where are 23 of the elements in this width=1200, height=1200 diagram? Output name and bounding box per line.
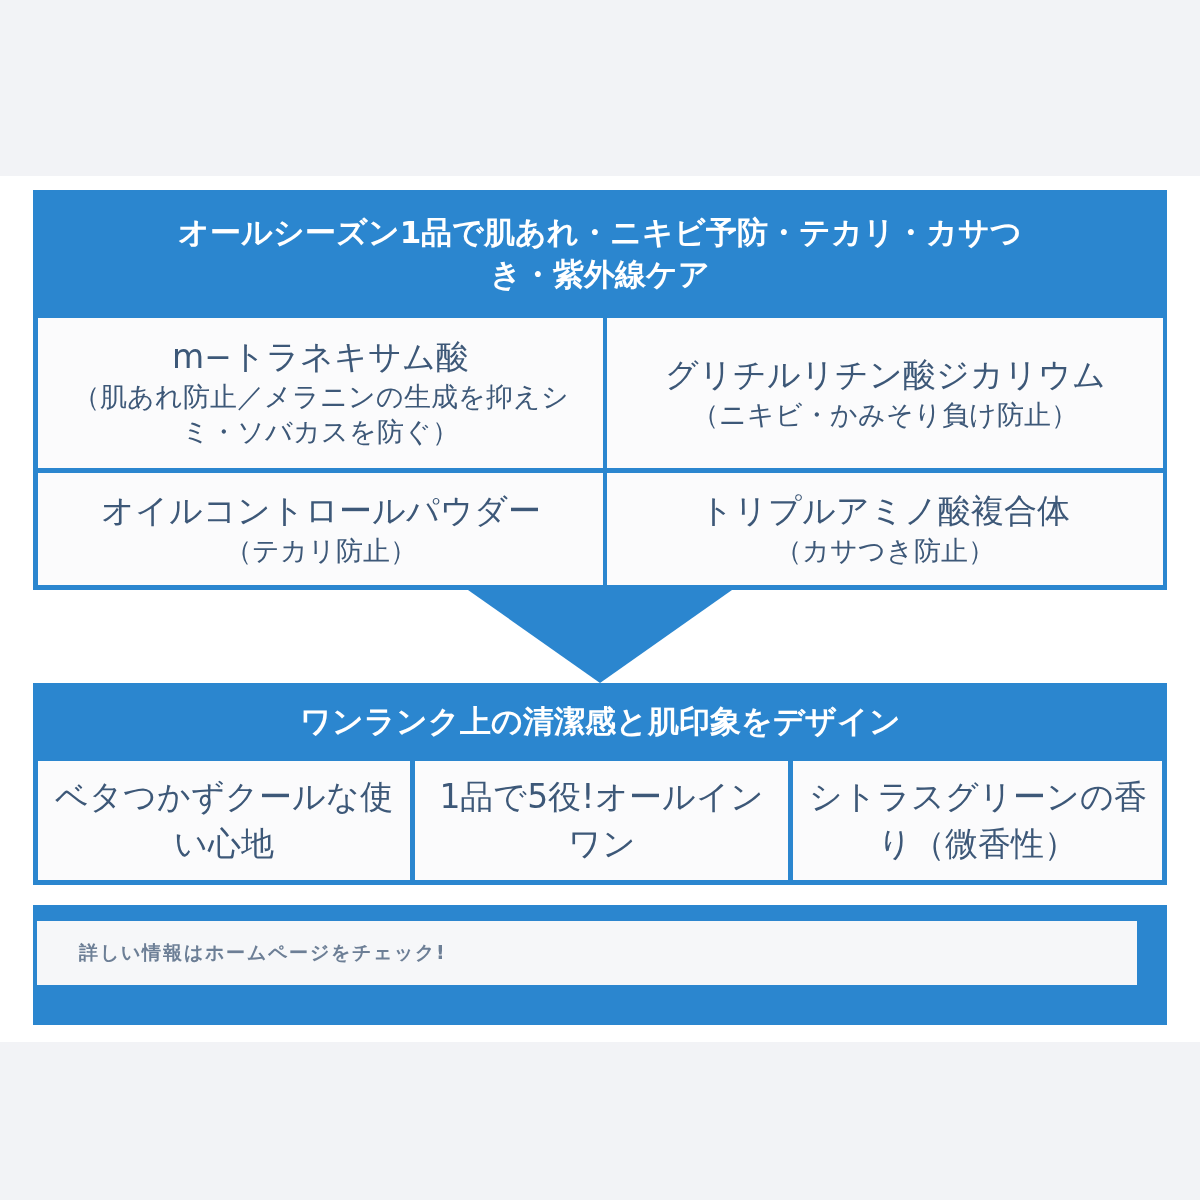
ingredient-name: グリチルリチン酸ジカリウム (664, 354, 1106, 396)
benefit-cell (415, 761, 788, 880)
benefit-cell (793, 761, 1162, 880)
panel-heading: ワンランク上の清潔感と肌印象をデザイン (299, 702, 901, 742)
ingredient-name: m−トラネキサム酸 (172, 336, 469, 379)
ingredient-cell (607, 473, 1163, 585)
ingredient-cell (607, 318, 1163, 468)
ingredient-cell (38, 473, 603, 585)
ingredient-effect: （ニキビ・かみそり負け防止） (692, 397, 1078, 432)
ingredient-name: トリプルアミノ酸複合体 (700, 490, 1070, 532)
ingredient-cell (38, 318, 603, 468)
ingredient-effect: （カサつき防止） (775, 533, 995, 568)
down-arrow (468, 590, 732, 683)
note-box (37, 921, 1137, 985)
note-text: 詳しい情報はホームページをチェック! (79, 940, 447, 965)
panel-heading: オールシーズン1品で肌あれ・ニキビ予防・テカリ・カサつき・紫外線ケア (176, 213, 1024, 294)
ingredient-effect: （テカリ防止） (224, 533, 417, 568)
ingredient-name: オイルコントロールパウダー (100, 490, 541, 532)
ingredient-effect: （肌あれ防止／メラニンの生成を抑えシミ・ソバカスを防ぐ） (71, 380, 570, 450)
benefit-text: シトラスグリーンの香り（微香性） (808, 776, 1147, 865)
benefit-text: ベタつかずクールな使い心地 (54, 776, 394, 865)
benefit-text: 1品で5役!オールインワン (438, 776, 765, 865)
benefit-cell (38, 761, 410, 880)
